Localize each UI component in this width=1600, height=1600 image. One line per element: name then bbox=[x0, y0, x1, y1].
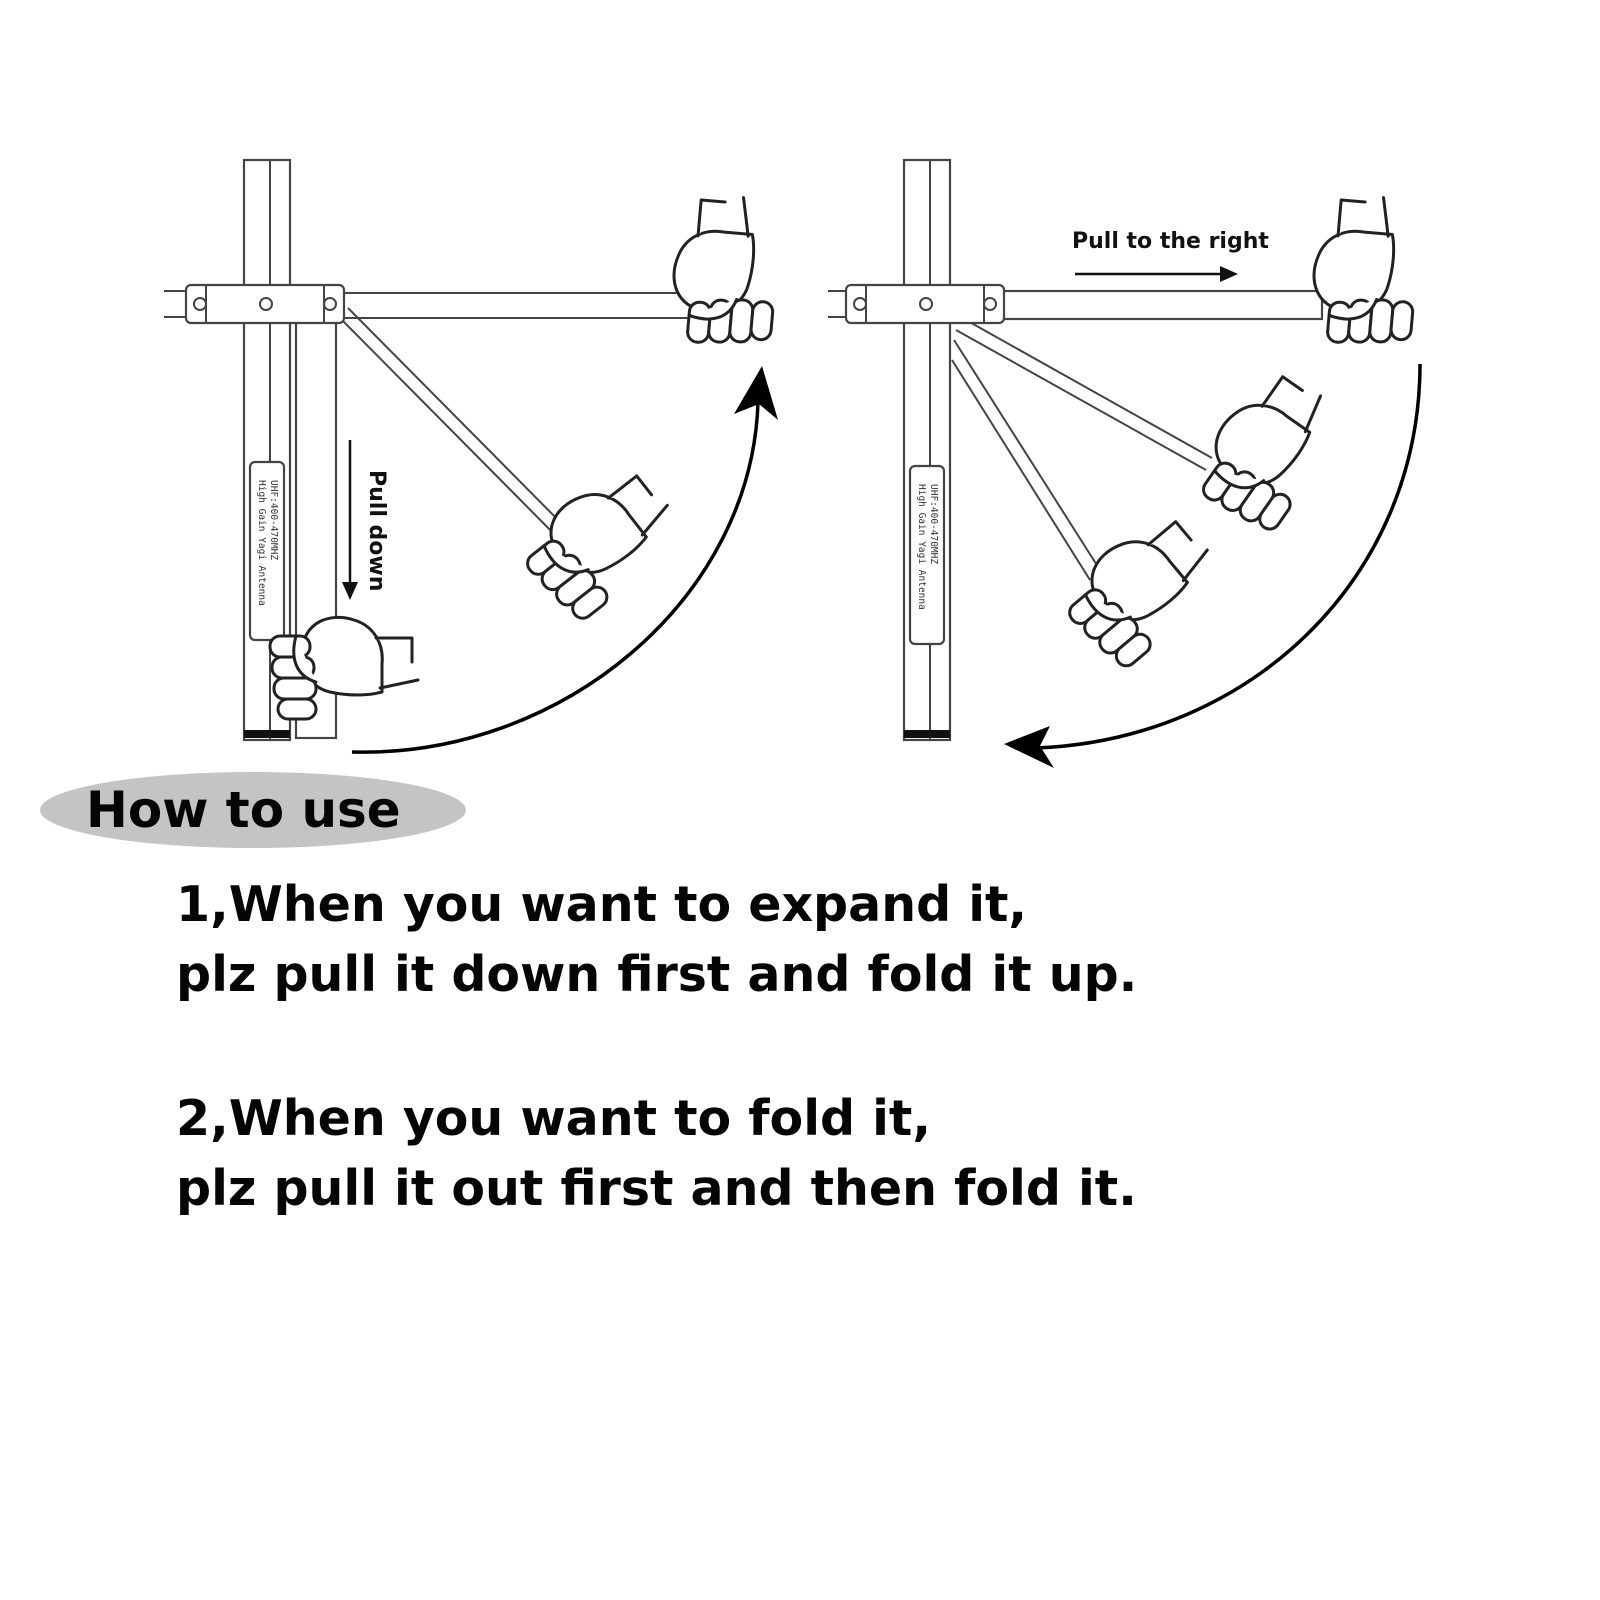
plate-description-text: High Gain Yagi Antenna bbox=[916, 484, 927, 610]
antenna-mast bbox=[242, 158, 292, 742]
bracket-screw-icon bbox=[919, 297, 933, 311]
pull-right-arrow bbox=[1075, 266, 1238, 282]
step-1-line-2: plz pull it down first and fold it up. bbox=[176, 946, 1138, 1003]
how-to-use-badge bbox=[40, 772, 466, 848]
mid-position-guide bbox=[339, 317, 569, 549]
fist-icon bbox=[510, 454, 693, 629]
fist-icon bbox=[1182, 358, 1355, 542]
plate-description-text: High Gain Yagi Antenna bbox=[256, 480, 267, 606]
fist-icon bbox=[1306, 190, 1424, 350]
bracket-screw-icon bbox=[259, 297, 273, 311]
plate-model-text: UHF:400-470MHZ bbox=[268, 480, 279, 560]
expanded-element bbox=[998, 289, 1324, 321]
rotate-up-arrow bbox=[351, 366, 778, 754]
left-panel-diagram: UHF:400-470MHZ High Gain Yagi Antenna Pu… bbox=[164, 158, 784, 754]
pull-right-label: Pull to the right bbox=[1072, 229, 1269, 254]
fist-icon bbox=[666, 190, 784, 350]
pull-down-label: Pull down bbox=[364, 470, 389, 591]
bracket-screw-icon bbox=[853, 297, 867, 311]
rotate-down-arrow bbox=[1004, 363, 1422, 768]
fist-icon bbox=[268, 615, 420, 721]
bracket-screw-icon bbox=[323, 297, 337, 311]
fold-position-guide bbox=[955, 329, 1207, 471]
step-2-line-1: 2,When you want to fold it, bbox=[176, 1090, 931, 1147]
mounting-bracket bbox=[844, 283, 1006, 325]
fold-position-guide bbox=[953, 339, 1101, 571]
how-to-use-title: How to use bbox=[86, 781, 401, 839]
bracket-screw-icon bbox=[983, 297, 997, 311]
fist-icon bbox=[1052, 500, 1234, 677]
right-panel-diagram: UHF:400-470MHZ High Gain Yagi Antenna Pu… bbox=[828, 158, 1424, 768]
model-plate: UHF:400-470MHZ High Gain Yagi Antenna bbox=[248, 460, 286, 642]
bracket-screw-icon bbox=[193, 297, 207, 311]
antenna-mast bbox=[902, 158, 952, 742]
mounting-bracket bbox=[184, 283, 346, 325]
plate-model-text: UHF:400-470MHZ bbox=[928, 484, 939, 564]
step-2-line-2: plz pull it out first and then fold it. bbox=[176, 1160, 1137, 1217]
folding-instructions-diagram: UHF:400-470MHZ High Gain Yagi Antenna Pu… bbox=[164, 158, 1424, 768]
model-plate: UHF:400-470MHZ High Gain Yagi Antenna bbox=[908, 464, 946, 646]
mast-end-cap bbox=[904, 730, 950, 738]
step-1-line-1: 1,When you want to expand it, bbox=[176, 876, 1028, 933]
mast-end-cap bbox=[244, 730, 290, 738]
pull-down-arrow bbox=[342, 440, 358, 600]
